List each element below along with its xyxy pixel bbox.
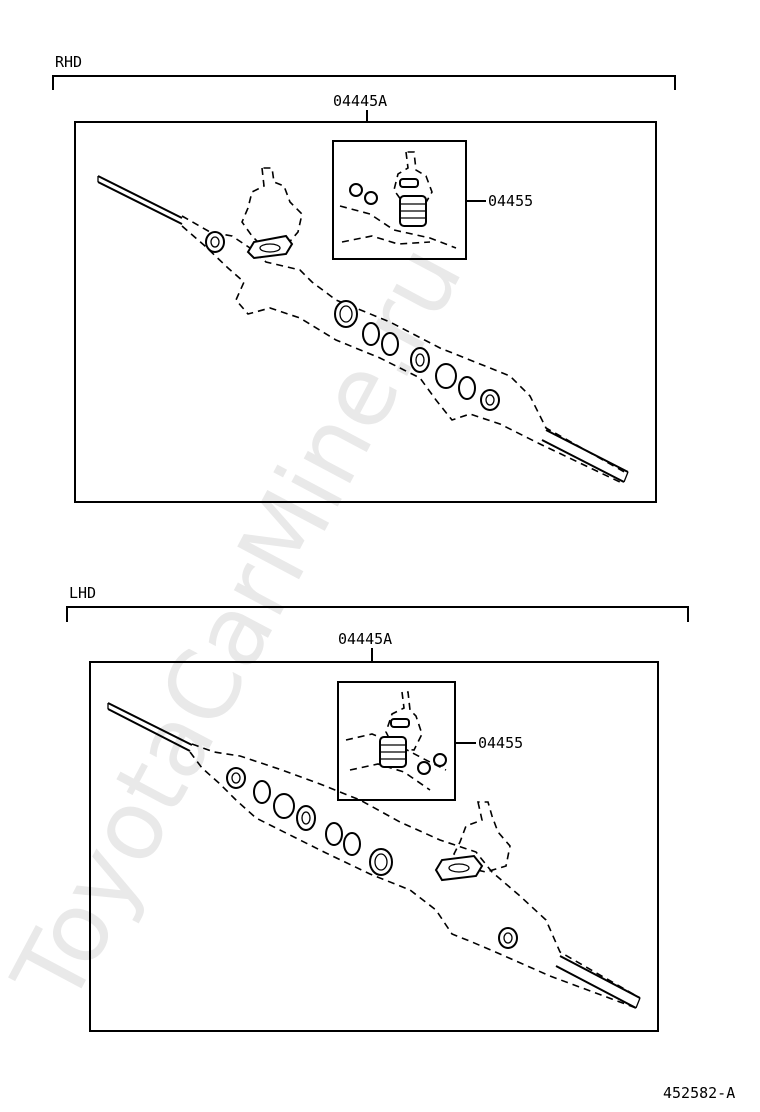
rhd-oil-seal bbox=[205, 231, 225, 253]
rhd-o-ring-3 bbox=[458, 376, 476, 400]
rhd-o-ring-2 bbox=[381, 332, 399, 356]
rhd-steering-rack-outline bbox=[97, 167, 629, 485]
rhd-end-seal bbox=[480, 389, 500, 411]
lhd-pinion-housing bbox=[453, 801, 511, 873]
rhd-subkit-clip bbox=[399, 178, 419, 188]
lhd-kit-frame bbox=[89, 661, 659, 1032]
rhd-subkit-washer bbox=[364, 191, 378, 205]
rhd-subkit-label: 04455 bbox=[488, 192, 533, 210]
lhd-subkit-clip bbox=[390, 718, 410, 728]
lhd-heading: LHD bbox=[69, 584, 96, 602]
lhd-seal-ring bbox=[296, 805, 316, 831]
rhd-kit-parts bbox=[205, 231, 500, 411]
rhd-rack-bar-right bbox=[545, 429, 629, 473]
lhd-subkit-inset: 04455 bbox=[337, 681, 523, 801]
lhd-kit-label: 04445A bbox=[338, 630, 392, 648]
figure-code: 452582-A bbox=[663, 1084, 735, 1102]
lhd-end-seal bbox=[226, 767, 246, 789]
lhd-rack-bar-left bbox=[107, 702, 193, 746]
lhd-bushing bbox=[369, 848, 393, 876]
lhd-bracket bbox=[66, 606, 689, 622]
rhd-kit-frame bbox=[74, 121, 657, 503]
rhd-gasket bbox=[246, 234, 294, 260]
rhd-seal-ring bbox=[410, 347, 430, 373]
lhd-gasket bbox=[434, 854, 484, 882]
lhd-subkit-washer bbox=[417, 761, 431, 775]
rhd-subkit-inset: 04455 bbox=[332, 140, 533, 260]
lhd-o-ring-3 bbox=[343, 832, 361, 856]
lhd-rack-bar-right bbox=[559, 955, 641, 999]
rhd-bracket bbox=[52, 75, 676, 90]
lhd-oil-seal bbox=[498, 927, 518, 949]
rhd-pinion-housing bbox=[241, 167, 303, 247]
lhd-subkit-nut bbox=[433, 753, 447, 767]
lhd-o-ring-2 bbox=[325, 822, 343, 846]
rhd-piston-seal bbox=[435, 363, 457, 389]
lhd-kit-parts bbox=[226, 767, 518, 949]
lhd-o-ring-1 bbox=[253, 780, 271, 804]
rhd-subkit-nut bbox=[349, 183, 363, 197]
lhd-subkit-frame bbox=[337, 681, 456, 801]
rhd-heading: RHD bbox=[55, 53, 82, 71]
rhd-o-ring-1 bbox=[362, 322, 380, 346]
lhd-piston-seal bbox=[273, 793, 295, 819]
rhd-rack-bar-left bbox=[97, 175, 183, 219]
rhd-kit-label: 04445A bbox=[333, 92, 387, 110]
rhd-section: RHD 04445A bbox=[52, 53, 676, 503]
lhd-section: LHD 04445A bbox=[66, 584, 689, 1032]
rhd-bushing bbox=[334, 300, 358, 328]
lhd-subkit-label: 04455 bbox=[478, 734, 523, 752]
watermark: ToyotaCarMine.ru bbox=[0, 228, 484, 1022]
lhd-steering-rack-outline bbox=[107, 702, 641, 1009]
